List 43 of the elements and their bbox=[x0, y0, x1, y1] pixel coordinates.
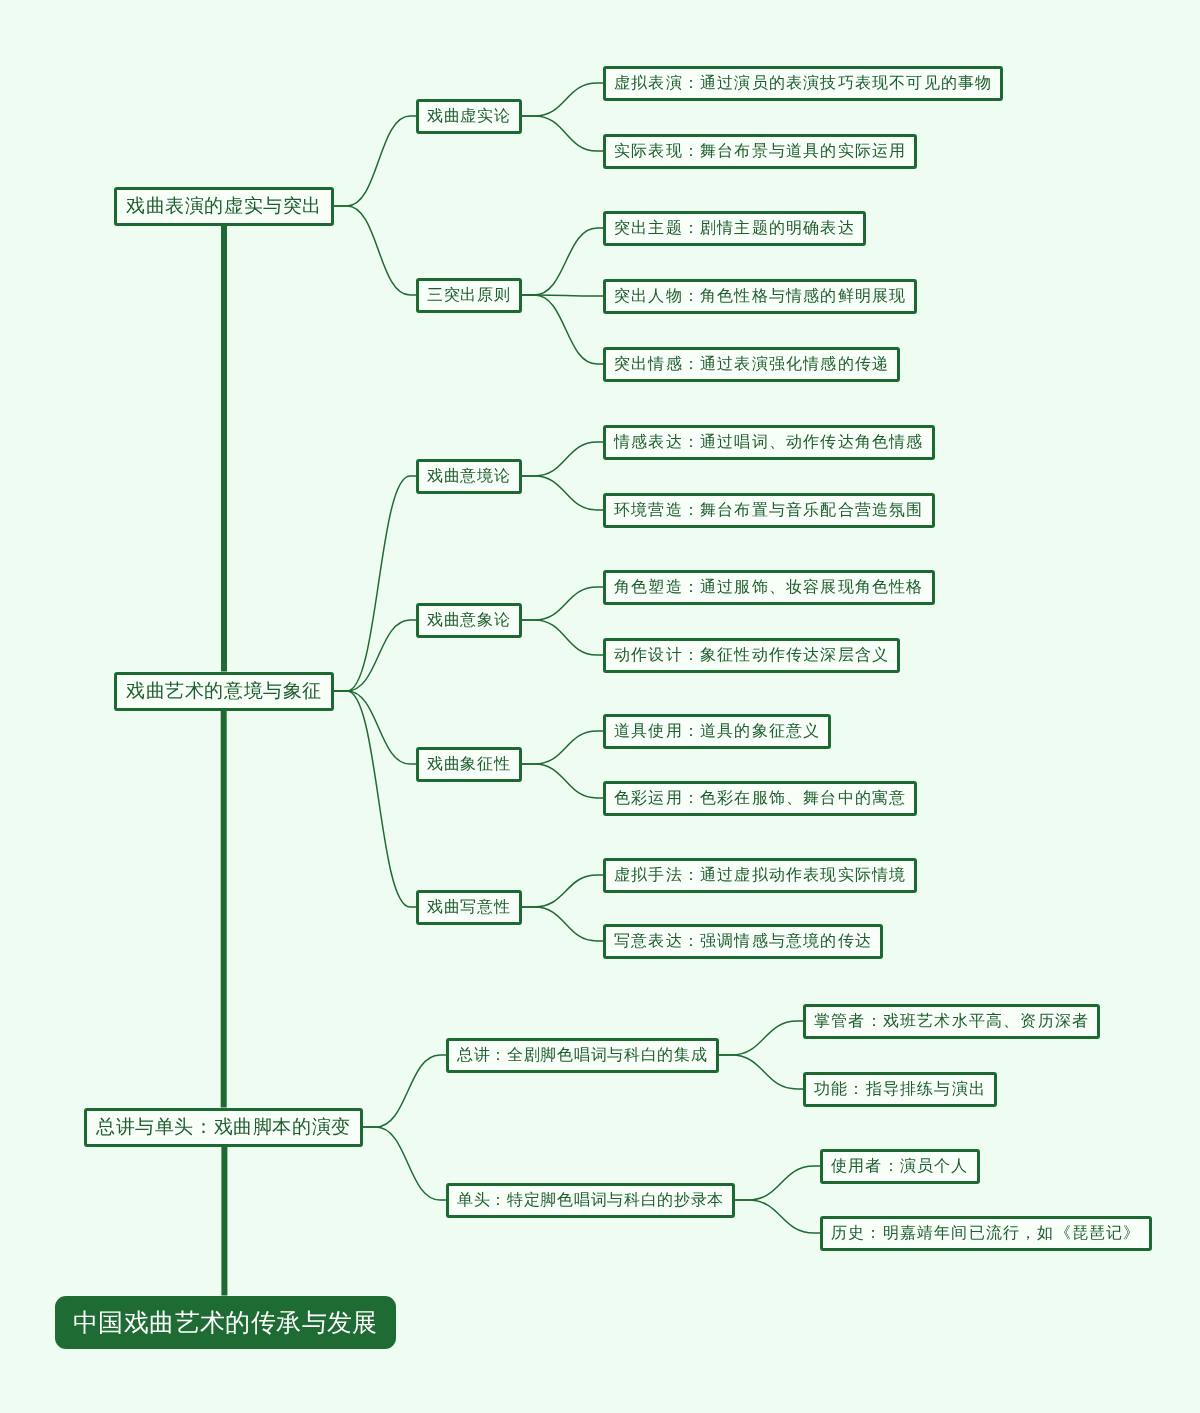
subtopic-box: 戏曲写意性 bbox=[416, 889, 522, 925]
detail-box: 使用者：演员个人 bbox=[820, 1148, 980, 1184]
detail-box: 环境营造：舞台布置与音乐配合营造氛围 bbox=[603, 492, 935, 528]
subtopic-box: 戏曲意象论 bbox=[416, 602, 522, 638]
connector-line bbox=[520, 115, 604, 152]
detail-box: 突出主题：剧情主题的明确表达 bbox=[603, 210, 866, 246]
main-topic-box: 戏曲艺术的意境与象征 bbox=[114, 671, 334, 711]
connector-line bbox=[520, 763, 604, 799]
subtopic-box: 总讲：全剧脚色唱词与科白的集成 bbox=[446, 1037, 719, 1073]
detail-box: 突出人物：角色性格与情感的鲜明展现 bbox=[603, 278, 918, 314]
connector-line bbox=[362, 1126, 447, 1201]
connector-line bbox=[520, 294, 604, 365]
detail-box: 掌管者：戏班艺术水平高、资历深者 bbox=[803, 1003, 1101, 1039]
connector-line bbox=[520, 475, 604, 511]
trunk-line bbox=[221, 1146, 228, 1296]
subtopic-box: 三突出原则 bbox=[416, 277, 522, 313]
detail-box: 虚拟表演：通过演员的表演技巧表现不可见的事物 bbox=[603, 65, 1004, 101]
main-topic-box: 总讲与单头：戏曲脚本的演变 bbox=[84, 1107, 363, 1147]
connector-line bbox=[333, 205, 417, 296]
detail-box: 色彩运用：色彩在服饰、舞台中的寓意 bbox=[603, 780, 918, 816]
detail-box: 写意表达：强调情感与意境的传达 bbox=[603, 923, 883, 959]
trunk-line bbox=[220, 710, 227, 1108]
connector-line bbox=[520, 906, 604, 942]
central-topic-box: 中国戏曲艺术的传承与发展 bbox=[55, 1295, 396, 1349]
subtopic-box: 单头：特定脚色唱词与科白的抄录本 bbox=[446, 1182, 736, 1218]
detail-box: 历史：明嘉靖年间已流行，如《琵琶记》 bbox=[820, 1215, 1152, 1251]
detail-box: 功能：指导排练与演出 bbox=[803, 1071, 997, 1107]
subtopic-box: 戏曲虚实论 bbox=[416, 98, 522, 134]
connector-line bbox=[333, 690, 417, 908]
detail-box: 动作设计：象征性动作传达深层含义 bbox=[603, 637, 901, 673]
connector-line bbox=[734, 1199, 821, 1234]
connector-line bbox=[520, 619, 604, 656]
detail-box: 实际表现：舞台布景与道具的实际运用 bbox=[603, 133, 918, 169]
detail-box: 虚拟手法：通过虚拟动作表现实际情境 bbox=[603, 857, 918, 893]
detail-box: 情感表达：通过唱词、动作传达角色情感 bbox=[603, 424, 935, 460]
trunk-line bbox=[221, 225, 227, 672]
detail-box: 角色塑造：通过服饰、妆容展现角色性格 bbox=[603, 569, 935, 605]
subtopic-box: 戏曲象征性 bbox=[416, 746, 522, 782]
connector-line bbox=[717, 1054, 804, 1090]
detail-box: 突出情感：通过表演强化情感的传递 bbox=[603, 346, 901, 382]
main-topic-box: 戏曲表演的虚实与突出 bbox=[114, 186, 334, 226]
subtopic-box: 戏曲意境论 bbox=[416, 458, 522, 494]
detail-box: 道具使用：道具的象征意义 bbox=[603, 713, 832, 749]
